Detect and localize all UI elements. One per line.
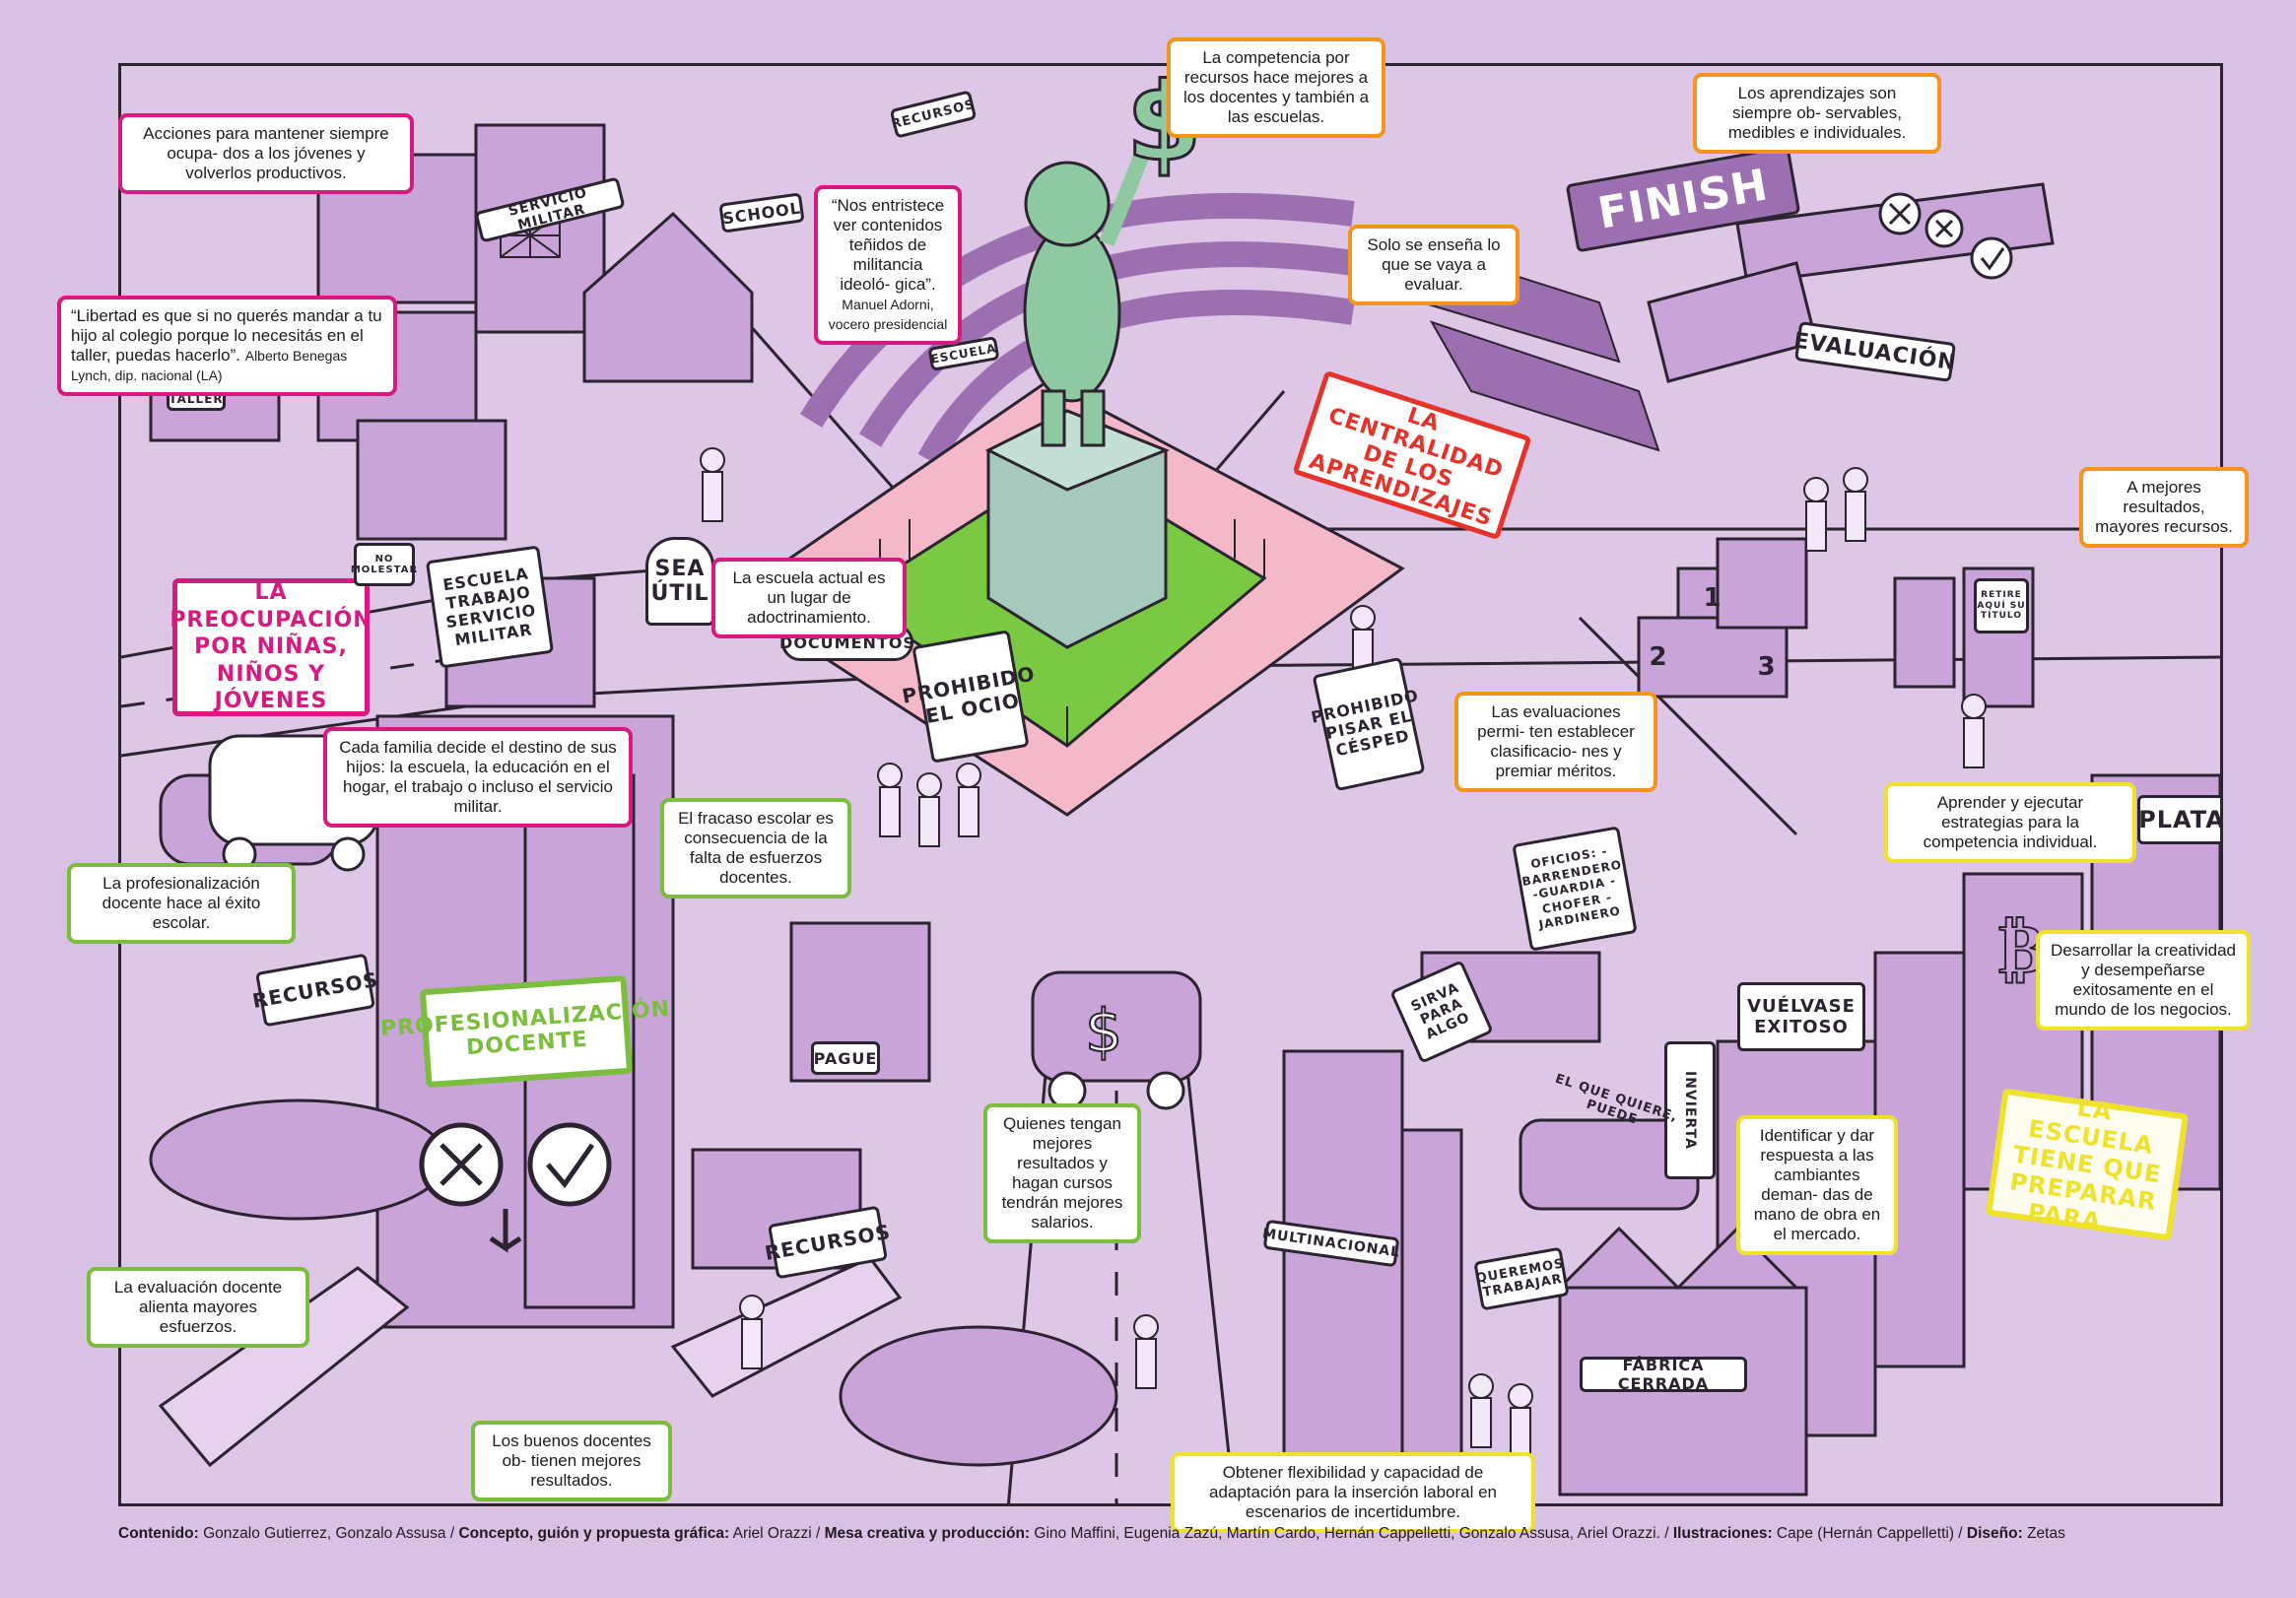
note-cada-familia: Cada familia decide el destino de sus hi… [323,727,633,829]
note-buenos-docentes: Los buenos docentes ob- tienen mejores r… [471,1421,672,1502]
no-molestar-sign: NO MOLESTAR [351,543,417,586]
prohibido-ocio-sign: PROHIBIDO EL OCIO [901,630,1037,764]
note-creatividad: Desarrollar la creatividad y desempeñars… [2036,930,2251,1032]
note-aprender-ejecutar: Aprender y ejecutar estrategias para la … [1884,782,2136,864]
note-evaluacion-docente: La evaluación docente alienta mayores es… [87,1267,309,1349]
podium-1: 1 [1703,583,1722,613]
note-flexibilidad: Obtener flexibilidad y capacidad de adap… [1171,1452,1535,1534]
note-adoctrinamiento: La escuela actual es un lugar de adoctri… [711,558,907,639]
note-competencia: La competencia por recursos hace mejores… [1167,37,1385,139]
escuela-trabajo-sign: ESCUELA TRABAJO SERVICIO MILITAR [425,545,555,669]
plata-sign: PLATA [2137,795,2220,844]
dollar-icon: $ [1085,997,1122,1066]
crowd [700,447,1987,1458]
credits-line: Contenido: Gonzalo Gutierrez, Gonzalo As… [118,1525,2065,1542]
escuela-preparar-sign: LA ESCUELA TIENE QUE PREPARAR PARA... [1985,1088,2190,1241]
note-fracaso: El fracaso escolar es consecuencia de la… [660,798,851,899]
dollar-icon: $ [1125,66,1204,187]
note-profesionalizacion: La profesionalización docente hace al éx… [67,863,296,945]
note-quienes: Quienes tengan mejores resultados y haga… [983,1103,1141,1244]
check-icon [1970,236,2013,280]
note-solo-ensena: Solo se enseña lo que se vaya a evaluar. [1348,225,1519,306]
pague-sign: PAGUE [811,1041,880,1075]
note-mejores-resultados: A mejores resultados, mayores recursos. [2079,467,2249,549]
note-acciones: Acciones para mantener siempre ocupa- do… [118,113,414,195]
note-entristece: “Nos entristece ver contenidos teñidos d… [814,185,962,346]
fabrica-sign: FÁBRICA CERRADA [1580,1356,1747,1393]
vuelvase-sign: VUÉLVASE EXITOSO [1737,982,1865,1051]
note-aprendizajes: Los aprendizajes son siempre ob- servabl… [1693,73,1941,155]
money-car [1031,970,1202,1110]
check-icon [527,1122,612,1207]
svg-text:$: $ [1126,66,1202,185]
oficios-sign: OFICIOS: -BARRENDERO -GUARDIA -CHOFER -J… [1512,826,1638,952]
small-school [582,211,754,383]
note-evaluaciones: Las evaluaciones permi- ten establecer c… [1454,692,1657,793]
note-identificar: Identificar y dar respuesta a las cambia… [1736,1115,1898,1256]
statue [1023,142,1154,447]
invierta-sign: INVIERTA [1664,1041,1716,1179]
podium-3: 3 [1757,652,1777,682]
podium-2: 2 [1649,642,1668,672]
arrow-down-icon [489,1209,522,1253]
profesionalizacion-sign: PROFESIONALIZACIÓN DOCENTE [379,974,671,1089]
note-libertad: “Libertad es que si no querés mandar a t… [57,296,397,397]
retire-sign: RETIRE AQUÍ SU TÍTULO [1974,578,2029,633]
sea-util-sign: SEA ÚTIL [645,537,714,626]
multinational-tower [1282,1049,1404,1503]
preocupacion-sign: LA PREOCUPACIÓN POR NIÑAS, NIÑOS Y JÓVEN… [169,578,371,716]
